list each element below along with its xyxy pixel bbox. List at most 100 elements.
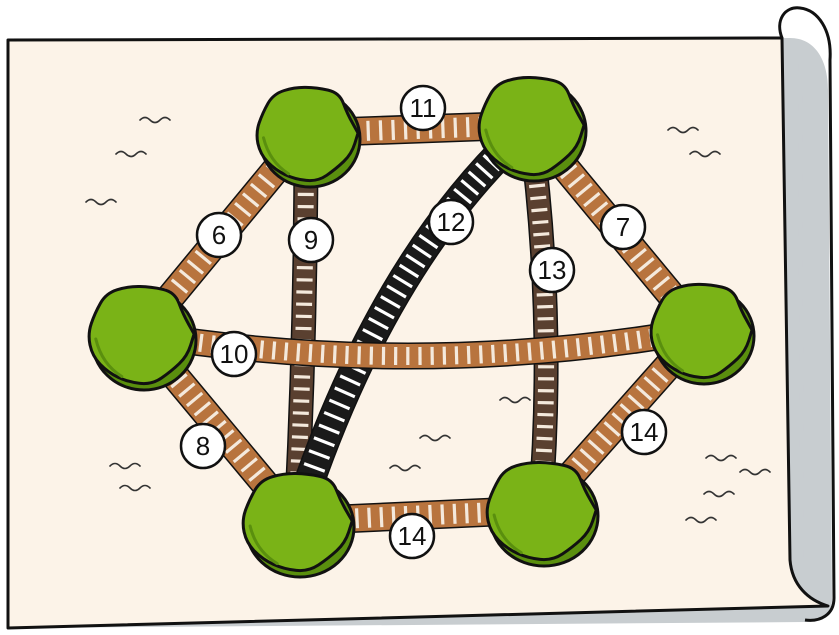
bridge-plank xyxy=(241,192,260,208)
bridge-plank xyxy=(366,120,371,141)
bridge-plank xyxy=(475,162,494,180)
bridge-plank xyxy=(590,201,609,217)
bridge-plank xyxy=(308,449,331,460)
bridge-plank xyxy=(313,436,335,448)
bridge-plank xyxy=(465,117,470,138)
bridge-plank xyxy=(367,507,372,528)
bridge-plank xyxy=(201,410,219,426)
wave-icon xyxy=(667,126,699,134)
bridge-plank xyxy=(534,244,551,249)
island-icon xyxy=(255,85,362,189)
bridge-plank xyxy=(170,373,188,389)
bridge-weight: 13 xyxy=(538,255,567,285)
bridge-plank xyxy=(537,304,554,309)
bridge-plank xyxy=(551,340,557,359)
bridge-plank xyxy=(257,173,276,189)
bridge-plank xyxy=(476,502,482,523)
wave-icon xyxy=(139,116,171,124)
paper-curl-shade xyxy=(798,59,804,561)
bridge-plank xyxy=(186,259,205,275)
island-contour xyxy=(94,337,124,378)
bridge-plank xyxy=(637,257,655,273)
bridge-weight: 14 xyxy=(398,521,427,551)
bridge-plank xyxy=(194,249,212,266)
bridge-plank xyxy=(599,335,606,354)
bridge-plank xyxy=(460,179,480,196)
bridge-plank xyxy=(635,385,653,401)
island-icon xyxy=(477,75,588,183)
bridge-plank xyxy=(293,399,310,403)
label-circle xyxy=(287,216,335,264)
bridge-plank xyxy=(624,332,630,351)
bridge-plank xyxy=(405,253,426,269)
bridge-plank xyxy=(296,343,301,362)
bridge-plank xyxy=(379,507,384,528)
bridge-plank xyxy=(386,284,407,299)
bridge-plank xyxy=(248,466,266,482)
bridge-plank xyxy=(595,430,613,446)
bridge-plank xyxy=(391,119,396,140)
bridge-plank xyxy=(292,423,309,428)
bridge-plank xyxy=(627,394,645,410)
wave-icon xyxy=(705,454,737,462)
bridge-weight: 11 xyxy=(410,93,437,123)
bridge-plank xyxy=(378,120,383,141)
bridge-plank xyxy=(332,345,337,364)
wave-icon xyxy=(115,150,147,158)
bridge-plank xyxy=(467,170,487,188)
label-circle xyxy=(195,211,243,259)
bridge-plank xyxy=(328,398,351,411)
wave-icon xyxy=(739,468,771,476)
water-waves xyxy=(85,116,771,524)
bridge-plank xyxy=(531,207,548,213)
bridge-plank xyxy=(530,195,547,201)
island-top xyxy=(477,75,586,177)
island-contour xyxy=(656,333,684,373)
bridge-plank xyxy=(579,448,597,464)
bridge-plank xyxy=(308,344,313,363)
bridge-plank xyxy=(466,345,471,364)
bridge-plank xyxy=(535,448,553,453)
bridge-plank xyxy=(567,173,586,189)
bridge-weight: 12 xyxy=(437,207,466,237)
bridge-weight: 14 xyxy=(630,417,659,447)
bridge-plank xyxy=(575,182,593,198)
bridge-plank xyxy=(587,439,605,455)
bridge-plank xyxy=(185,391,204,408)
bridge-plank xyxy=(533,232,550,237)
bridge-plank xyxy=(367,316,389,331)
bridge-plank xyxy=(291,435,308,440)
bridge-plank xyxy=(392,274,413,289)
bridge-plank xyxy=(318,423,340,435)
bridge-weight: 7 xyxy=(616,212,630,242)
label-circle xyxy=(528,246,576,294)
label-circle xyxy=(427,198,475,246)
bridge-plank xyxy=(232,447,251,464)
bridge-plank xyxy=(583,191,601,208)
island-icon xyxy=(485,460,600,568)
bridge-plank xyxy=(478,345,483,364)
bridge-plank xyxy=(303,462,326,473)
bridge-plank xyxy=(234,201,252,218)
wave-icon xyxy=(389,464,421,472)
bridge-plank xyxy=(249,182,268,199)
bridge-plank xyxy=(528,183,546,189)
bridge-plank xyxy=(503,344,508,363)
bridge-label-14: 14 xyxy=(620,408,668,456)
paper-curl xyxy=(778,6,836,622)
island-icon xyxy=(241,471,356,579)
label-circle xyxy=(388,512,436,560)
bridge-plank xyxy=(293,387,310,391)
bridge-plank xyxy=(398,263,420,279)
bridge-plank xyxy=(224,438,243,454)
bridge-plank xyxy=(643,376,661,392)
label-circle xyxy=(179,422,227,470)
bridge-plank xyxy=(636,330,642,349)
bridge-plank xyxy=(259,340,265,359)
bridge-label-9: 9 xyxy=(287,216,335,264)
bridge-plank xyxy=(411,243,432,259)
bridge-plank xyxy=(178,268,197,285)
